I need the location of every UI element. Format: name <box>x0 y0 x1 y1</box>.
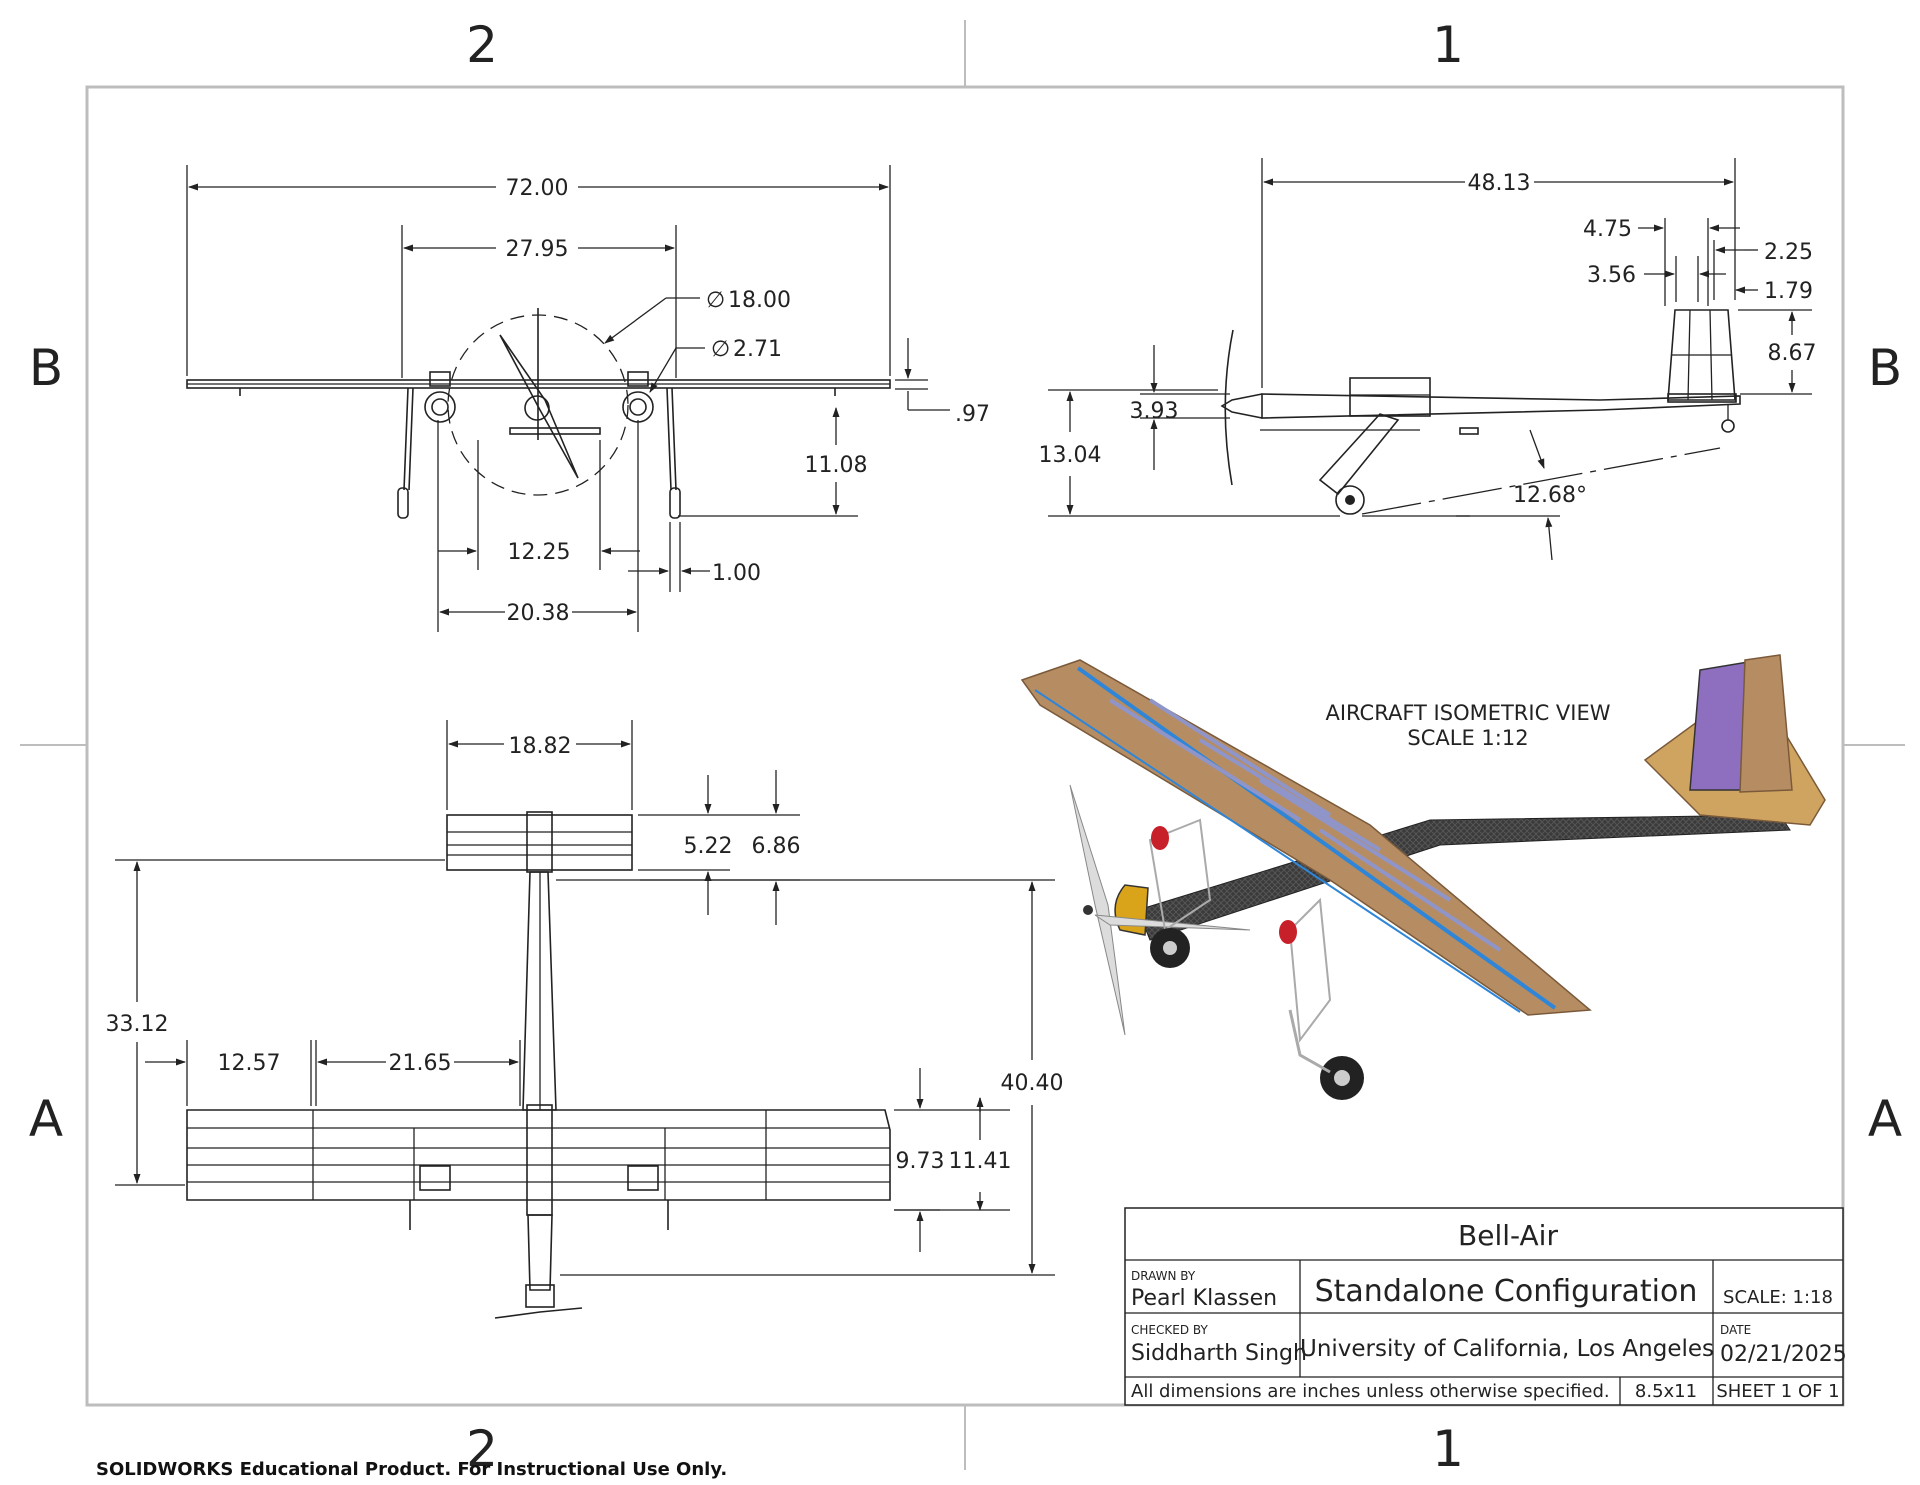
title-block: Bell-Air DRAWN BY Pearl Klassen Standalo… <box>1124 1207 1847 1406</box>
dim-prop-diameter: 18.00 <box>728 288 791 313</box>
dim-tail-offset-a: 2.25 <box>1764 240 1813 265</box>
dim-prop-diameter-symbol: ∅ <box>706 288 725 313</box>
drawing-border <box>85 85 1845 1407</box>
zone-2-bottom: 2 <box>466 1420 498 1478</box>
top-view-dimensions: 18.82 5.22 6.86 33.12 12.57 21.65 <box>106 720 1064 1276</box>
sheet-number: SHEET 1 OF 1 <box>1716 1381 1839 1402</box>
dim-pod-spacing: 12.25 <box>508 540 571 565</box>
dim-wing-chord: 9.73 <box>896 1149 945 1174</box>
isometric-title: AIRCRAFT ISOMETRIC VIEW <box>1325 701 1610 725</box>
dim-tip-angle: 12.68° <box>1513 483 1587 508</box>
dim-gear-track: 27.95 <box>506 237 569 262</box>
dim-aileron-inset: 12.57 <box>218 1051 281 1076</box>
checked-by-name: Siddharth Singh <box>1131 1341 1307 1366</box>
dim-wing-chord-total: 11.41 <box>949 1149 1012 1174</box>
zone-2-top: 2 <box>466 16 498 74</box>
drawing-scale: SCALE: 1:18 <box>1723 1287 1833 1308</box>
dimension-note: All dimensions are inches unless otherwi… <box>1131 1381 1610 1402</box>
dim-nose-to-wing: 33.12 <box>106 1012 169 1037</box>
dim-tail-chord-b: 3.56 <box>1587 263 1636 288</box>
dim-wheel-width: 1.00 <box>712 561 761 586</box>
dim-tail-height: 8.67 <box>1768 341 1817 366</box>
dim-tail-offset-b: 1.79 <box>1764 279 1813 304</box>
zone-1-top: 1 <box>1432 16 1464 74</box>
dim-spinner-height: 3.93 <box>1130 399 1179 424</box>
project-name: Bell-Air <box>1458 1219 1558 1252</box>
date-label: DATE <box>1720 1323 1751 1337</box>
organization: University of California, Los Angeles <box>1300 1336 1714 1362</box>
isometric-scale: SCALE 1:12 <box>1407 726 1528 750</box>
dim-stab-span: 18.82 <box>509 734 572 759</box>
front-view-geometry <box>186 308 891 519</box>
drawn-by-name: Pearl Klassen <box>1131 1286 1277 1311</box>
top-view: 18.82 5.22 6.86 33.12 12.57 21.65 <box>106 720 1064 1319</box>
isometric-aircraft-render <box>1020 654 1826 1100</box>
side-view-geometry <box>1220 309 1741 515</box>
dim-wing-thickness: .97 <box>955 402 990 427</box>
dim-aileron-span: 21.65 <box>389 1051 452 1076</box>
dim-pod-outer: 20.38 <box>507 601 570 626</box>
dim-stab-chord-total: 6.86 <box>752 834 801 859</box>
dim-tail-chord-a: 4.75 <box>1583 217 1632 242</box>
zone-a-right: A <box>1868 1090 1902 1148</box>
drawn-by-label: DRAWN BY <box>1131 1269 1196 1283</box>
zone-markers: 2 1 2 1 B B A A <box>20 16 1905 1478</box>
zone-b-left: B <box>29 339 63 397</box>
dim-wing-height: 11.08 <box>805 453 868 478</box>
drawing-date: 02/21/2025 <box>1720 1342 1847 1367</box>
zone-b-right: B <box>1868 339 1902 397</box>
front-view: 72.00 27.95 ∅ 18.00 ∅ 2.71 .97 11.08 <box>186 165 990 632</box>
dim-length: 48.13 <box>1468 171 1531 196</box>
top-view-geometry <box>186 811 891 1319</box>
dim-overall-height: 13.04 <box>1039 443 1102 468</box>
zone-1-bottom: 1 <box>1432 1420 1464 1478</box>
front-view-dimensions: 72.00 27.95 ∅ 18.00 ∅ 2.71 .97 11.08 <box>186 165 990 632</box>
side-view: 48.13 4.75 3.56 2.25 1.79 8.67 <box>1039 158 1817 561</box>
dim-overall-length: 40.40 <box>1001 1071 1064 1096</box>
dim-stab-chord: 5.22 <box>684 834 733 859</box>
paper-size: 8.5x11 <box>1635 1381 1697 1402</box>
dim-wheel-diameter-symbol: ∅ <box>711 337 730 362</box>
isometric-view: AIRCRAFT ISOMETRIC VIEW SCALE 1:12 <box>1020 654 1826 1100</box>
dim-overall-span: 72.00 <box>506 176 569 201</box>
side-view-dimensions: 48.13 4.75 3.56 2.25 1.79 8.67 <box>1039 158 1817 561</box>
zone-a-left: A <box>29 1090 63 1148</box>
dim-wheel-diameter: 2.71 <box>733 337 782 362</box>
checked-by-label: CHECKED BY <box>1131 1323 1208 1337</box>
drawing-title: Standalone Configuration <box>1315 1274 1698 1309</box>
educational-notice: SOLIDWORKS Educational Product. For Inst… <box>96 1459 727 1480</box>
